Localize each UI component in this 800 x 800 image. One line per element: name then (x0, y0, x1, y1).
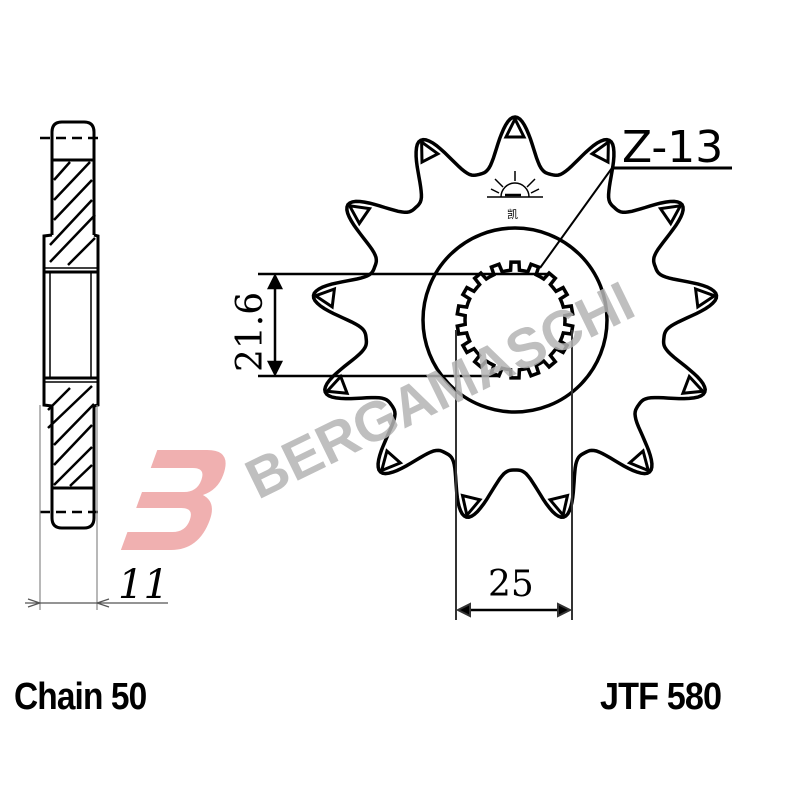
tooth-tip-markers (312, 115, 718, 519)
teeth-count-label: Z-13 (622, 122, 723, 173)
thickness-value: 11 (118, 562, 169, 608)
sun-symbol-icon (487, 171, 543, 198)
spline-bore (455, 260, 575, 380)
spline-width-dimension (455, 330, 573, 620)
bore-dimension (258, 272, 548, 378)
bergamaschi-logo (120, 450, 226, 550)
watermark-text: BERGAMASCHI (236, 269, 644, 511)
thickness-dimension (25, 405, 168, 610)
sprocket-front-view (311, 115, 719, 519)
part-number-label: JTF 580 (600, 676, 722, 718)
spline-width-value: 25 (488, 564, 534, 605)
chain-size-label: Chain 50 (14, 676, 147, 718)
teeth-count-leader (539, 166, 732, 269)
side-view (40, 120, 100, 530)
hub-circle (421, 226, 609, 414)
section-hatching (47, 161, 96, 487)
symbol-character: 凯 (507, 208, 518, 221)
sprocket-outline (311, 115, 719, 519)
bore-dimension-value: 21.6 (230, 292, 271, 372)
